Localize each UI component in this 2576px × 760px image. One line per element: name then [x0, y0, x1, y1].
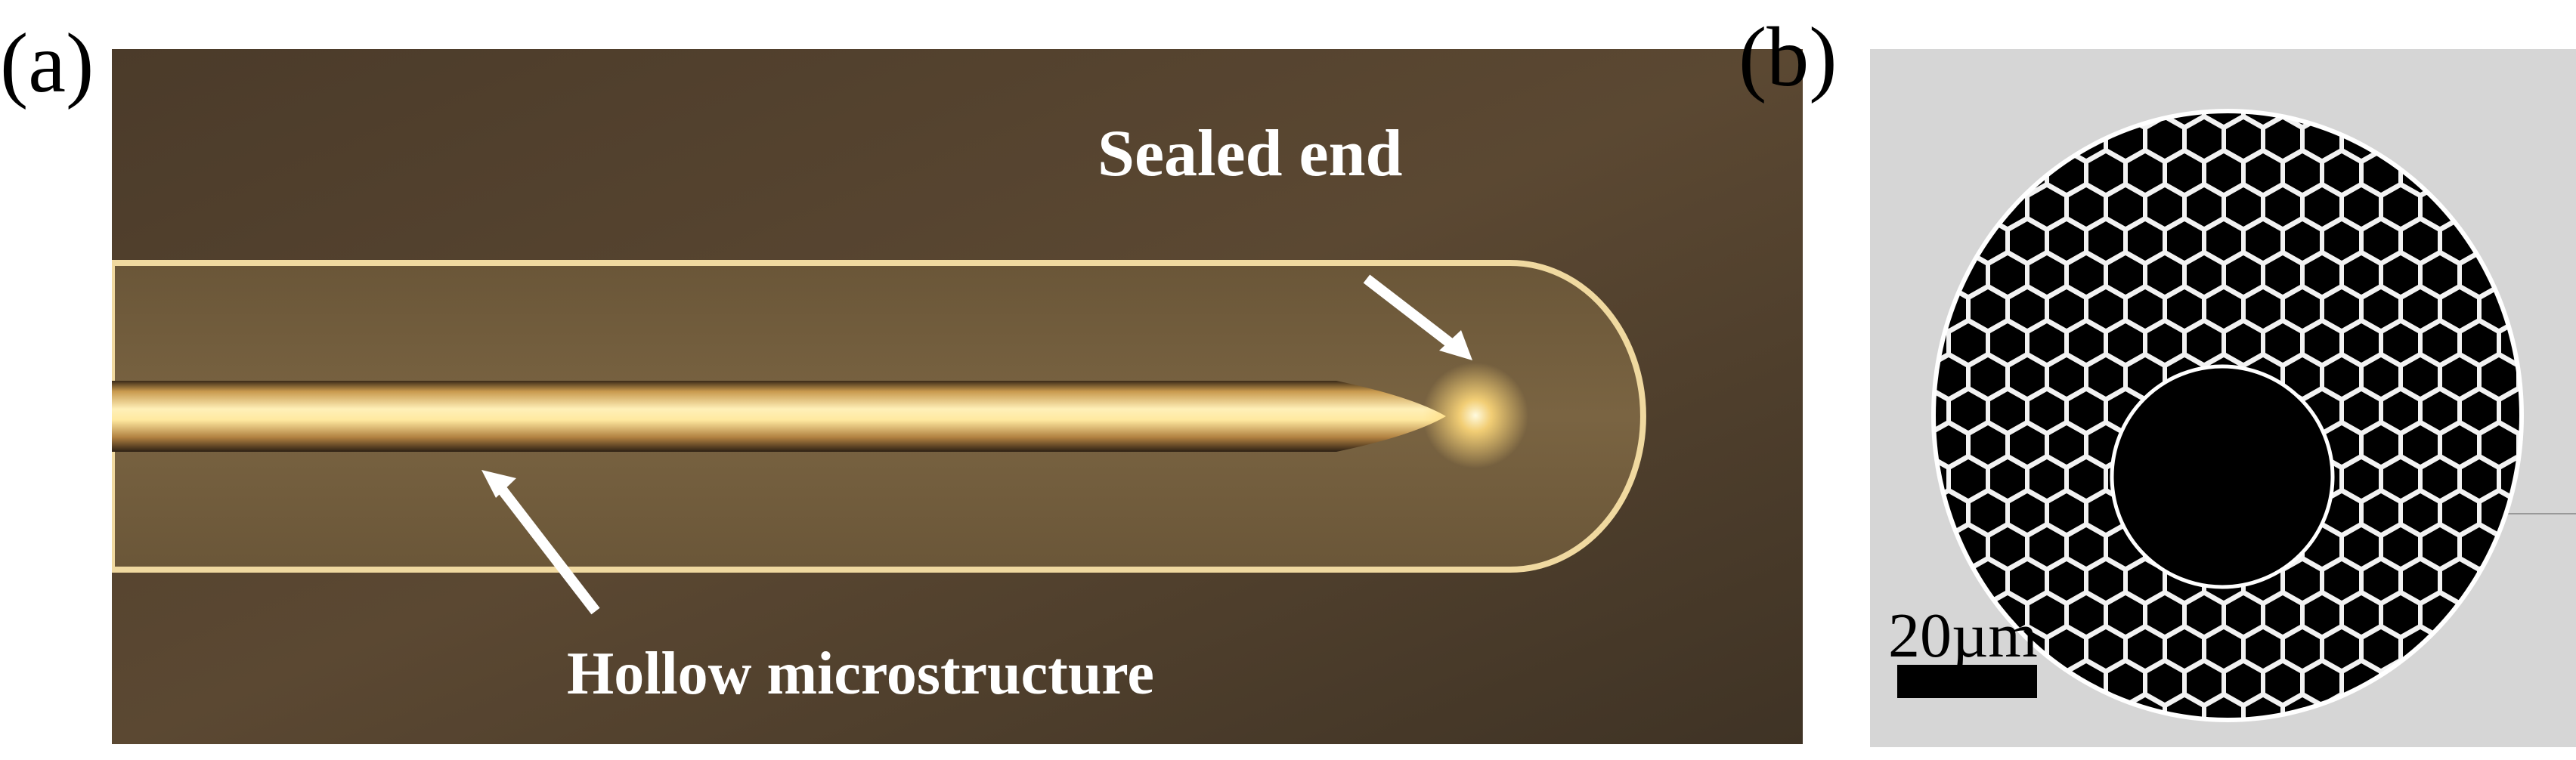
sealed-end-arrow-head — [1439, 330, 1472, 360]
sem-cross-section — [1870, 49, 2576, 747]
scale-bar-label: 20µm — [1888, 601, 2038, 671]
optical-micrograph-sealed-fiber — [112, 49, 1803, 744]
hollow-microstructure-arrow-head — [481, 470, 516, 498]
panel-a-label: (a) — [0, 17, 94, 110]
sealed-end-annotation: Sealed end — [1098, 117, 1403, 190]
sealed-end-glow — [1423, 363, 1528, 468]
sealed-end-arrow-shaft — [1363, 274, 1463, 354]
hollow-microstructure-core — [112, 381, 1446, 452]
hollow-microstructure-annotation: Hollow microstructure — [567, 641, 1154, 707]
hollow-microstructure-arrow-shaft — [493, 480, 600, 615]
panel-b-label: (b) — [1738, 11, 1838, 104]
hollow-core — [2110, 364, 2335, 589]
scale-bar — [1897, 665, 2037, 698]
